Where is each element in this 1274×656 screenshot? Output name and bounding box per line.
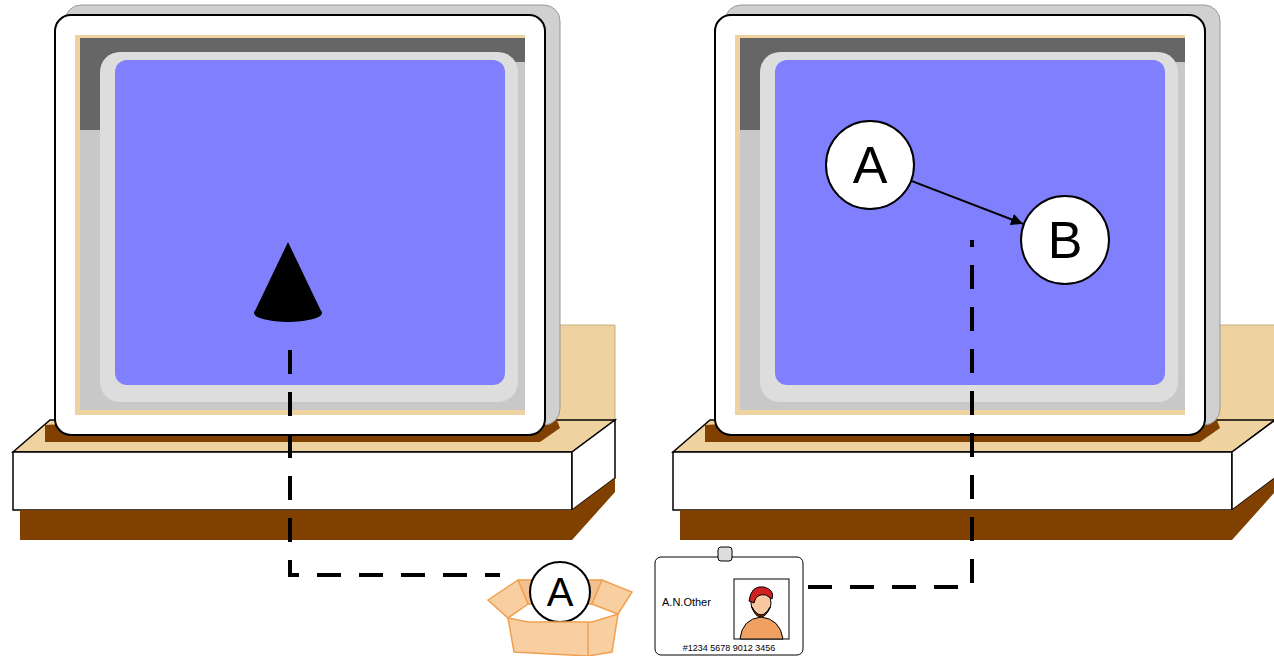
circle-node: B xyxy=(1020,195,1110,285)
box-flap xyxy=(592,580,632,614)
left-monitor xyxy=(13,5,615,540)
node-label: A.N.Other xyxy=(662,597,711,608)
box-body xyxy=(508,614,618,656)
circle-node xyxy=(826,121,914,209)
node-label: #1234 5678 9012 3456 xyxy=(683,644,776,653)
box-flap xyxy=(488,580,528,618)
id-badge xyxy=(655,557,803,655)
portrait-beard xyxy=(752,607,770,617)
box-edge xyxy=(587,622,589,656)
cone-base xyxy=(254,304,322,322)
circle-node: A xyxy=(825,120,915,210)
box-node: A xyxy=(480,552,640,656)
portrait-body xyxy=(740,617,783,639)
portrait-hair xyxy=(749,587,773,603)
dashed-wire xyxy=(290,350,500,575)
node-label: A xyxy=(853,139,888,191)
badge-node: A.N.Other #1234 5678 9012 3456 xyxy=(654,553,804,656)
cone-symbol xyxy=(254,242,322,313)
dashed-wire xyxy=(808,240,972,587)
arrow-connector xyxy=(912,181,1023,224)
circle-token xyxy=(530,562,590,622)
portrait-frame xyxy=(734,579,789,639)
node-label: B xyxy=(1048,214,1083,266)
node-label: A xyxy=(547,572,574,612)
badge-clip xyxy=(718,547,732,561)
circle-node xyxy=(1021,196,1109,284)
